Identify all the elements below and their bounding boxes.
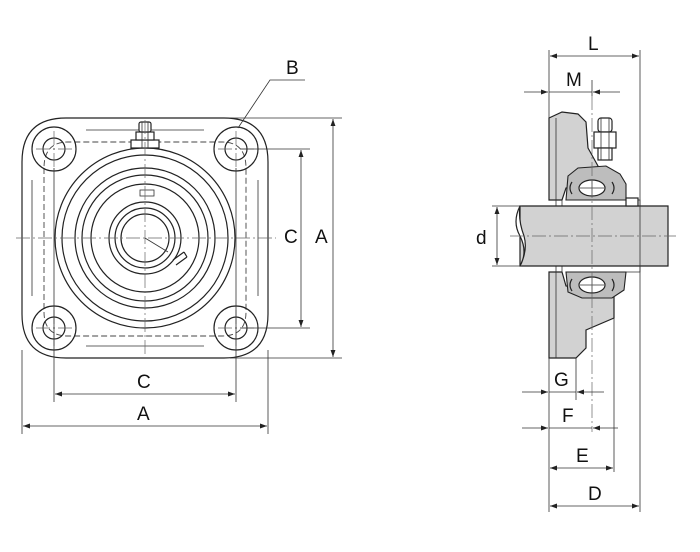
bolt-hole-top-left xyxy=(31,126,77,172)
set-screw-side xyxy=(625,197,639,207)
ext-bottom xyxy=(548,266,641,512)
flange-outline xyxy=(21,117,269,359)
label-L: L xyxy=(588,34,599,55)
side-grease-nipple xyxy=(593,117,617,161)
ext-d xyxy=(492,205,522,267)
label-A-horizontal: A xyxy=(137,404,150,425)
label-C-vertical: C xyxy=(284,227,298,248)
label-F: F xyxy=(562,406,574,427)
label-E: E xyxy=(576,446,589,467)
label-D: D xyxy=(588,484,602,505)
label-B: B xyxy=(286,58,299,79)
ext-C-vertical xyxy=(240,148,310,329)
ext-A-horizontal xyxy=(21,350,269,434)
label-G: G xyxy=(554,370,569,391)
ext-A-vertical xyxy=(230,117,342,359)
label-d: d xyxy=(476,228,487,249)
set-screw-mark xyxy=(172,251,188,266)
ext-L-M xyxy=(548,50,641,206)
set-screw-slot xyxy=(139,189,155,197)
ext-C-horizontal xyxy=(53,168,237,402)
label-M: M xyxy=(566,70,582,91)
flange-inner-dashed xyxy=(43,141,247,337)
seal-marks xyxy=(569,181,615,292)
label-C-horizontal: C xyxy=(137,372,151,393)
shaft-axis-mark xyxy=(144,237,169,253)
label-A-vertical: A xyxy=(315,227,328,248)
leader-B xyxy=(237,79,305,129)
side-view: d L M G F E D xyxy=(476,34,676,512)
front-view: B C A C A xyxy=(16,58,342,434)
